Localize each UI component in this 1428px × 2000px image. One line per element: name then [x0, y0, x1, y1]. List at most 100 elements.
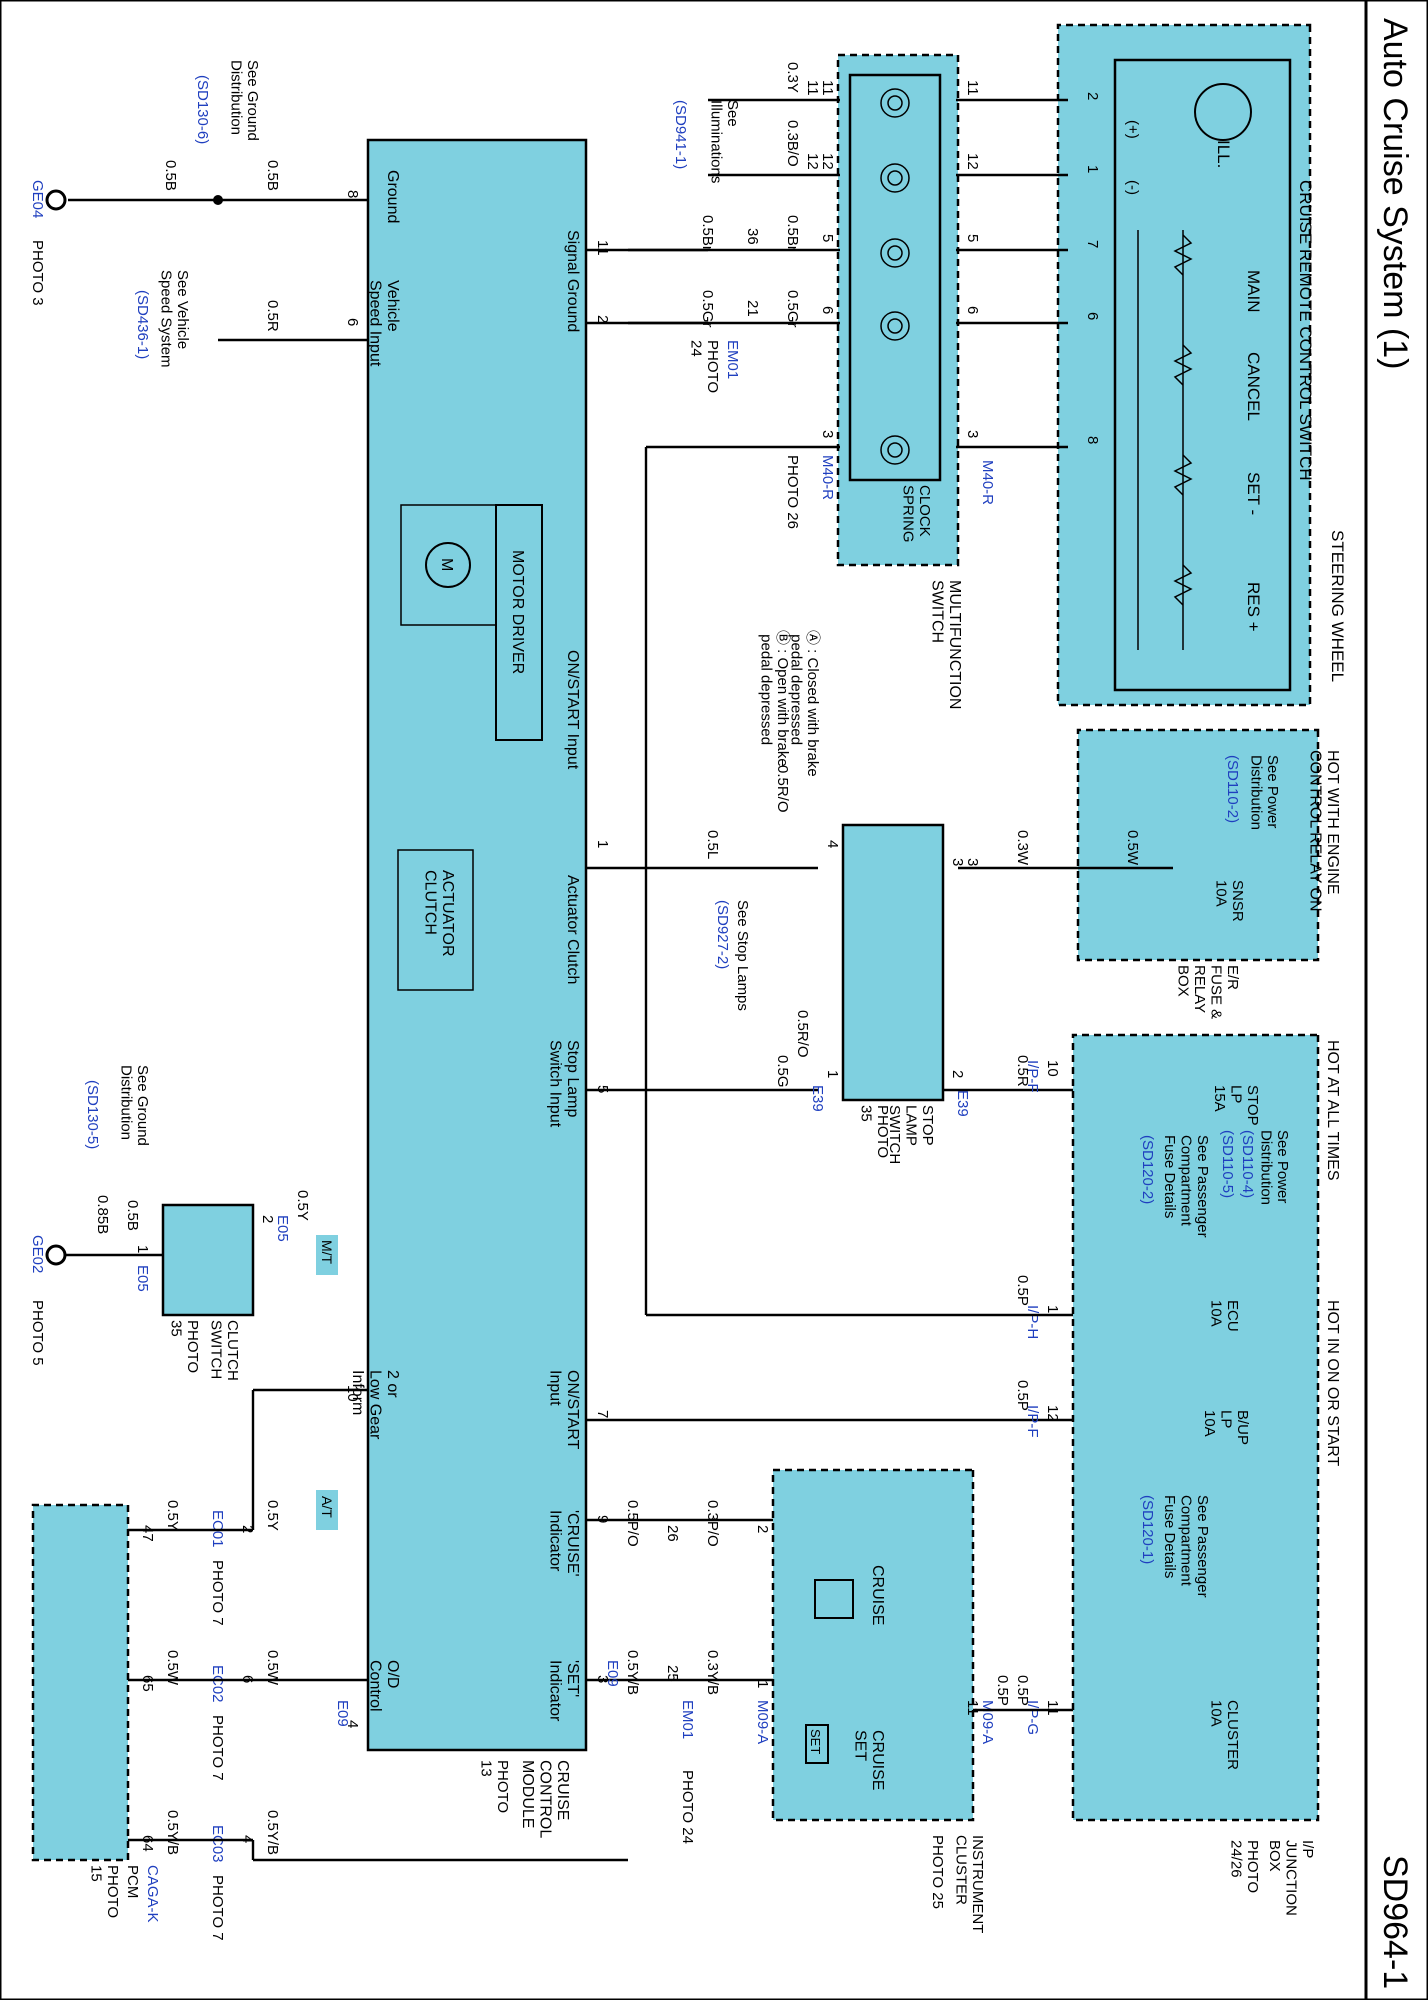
ccm-cruise-indicator: 'CRUISE'Indicator: [546, 1510, 581, 1577]
ill-label: ILL.: [1214, 140, 1233, 168]
stop-switch-photo: PHOTO35: [858, 1105, 892, 1158]
cluster-wire-p: 0.5P: [994, 1675, 1011, 1706]
ip-box-photo: PHOTO24/26: [1228, 1840, 1262, 1893]
stop-lamps-ref: See Stop Lamps: [734, 900, 751, 1011]
em01b-photo: PHOTO 24: [679, 1770, 696, 1844]
instrument-cluster-box: [771, 1468, 975, 1822]
er-fuse-relay-box: E/RFUSE &RELAYBOX: [1175, 965, 1242, 1019]
remote-pin-6: 6: [1084, 312, 1101, 320]
ccm-pin-11: 11: [594, 240, 611, 256]
ecu-fuse: ECU10A: [1208, 1300, 1242, 1332]
engine-relay-wire: 0.5W: [1124, 830, 1141, 866]
ip-power-link-a: (SD110-4): [1239, 1130, 1256, 1198]
cluster-wire-yb: 0.3Y/B: [704, 1650, 721, 1695]
ip-pin-12: 12: [1044, 1405, 1061, 1422]
ip-box-pins: 10 1 12 11 I/P-F I/P-H I/P-F I/P-G 0.5P …: [1014, 1060, 1061, 1735]
ccm-on-start-2: ON/STARTInput: [546, 1370, 581, 1450]
mf-left-pin-3: 3: [819, 430, 836, 438]
ground-top-wire-b: 0.5B: [264, 160, 281, 191]
ec02-label: EC02: [209, 1665, 226, 1703]
cluster-fuse: CLUSTER10A: [1208, 1700, 1242, 1770]
multifunction-label: MULTIFUNCTIONSWITCH: [928, 580, 963, 709]
cruise-set-label: CRUISESET: [851, 1730, 886, 1790]
illumination-ref: SeeIlluminations (SD941-1) 0.3Y 0.3B/O 1…: [672, 62, 821, 183]
ccm-pin-1: 1: [594, 840, 611, 848]
clutch-pin-2: 2: [259, 1215, 276, 1223]
illumination-ref-text: SeeIlluminations: [708, 100, 742, 183]
ec01-wire: 0.5Y: [264, 1500, 281, 1531]
ge04-photo: PHOTO 3: [29, 240, 46, 306]
hot-on-start: HOT IN ON OR START: [1324, 1300, 1341, 1466]
clock-spring-label: CLOCKSPRING: [900, 485, 934, 543]
cruise-label: CRUISE: [869, 1565, 886, 1625]
em01-pin-36: 36: [744, 228, 761, 245]
engine-relay-link: (SD110-2): [1224, 755, 1241, 823]
remote-pin-1: 1: [1084, 165, 1101, 173]
mf-left-pin-12: 12: [819, 153, 836, 170]
em01-wire-c: 0.5Br: [699, 215, 716, 251]
clutch-switch: [161, 1203, 255, 1317]
ccm-pin-4: 4: [344, 1720, 361, 1728]
e09-label: E09: [334, 1700, 351, 1727]
cruise-control-module: [366, 138, 588, 1752]
e05-connector: E05: [274, 1215, 291, 1242]
ge02-label: GE02: [29, 1235, 46, 1273]
stop-wire-ro2: 0.5R/O: [794, 1010, 811, 1058]
ccm-pin-2: 2: [594, 315, 611, 323]
pass-ref-a: See PassengerCompartmentFuse Details: [1161, 1135, 1211, 1238]
speed-ref-link: (SD436-1): [134, 290, 151, 359]
mf-right-pin-5: 5: [964, 234, 981, 242]
cruise-indicator-icon: [814, 1579, 854, 1619]
ip-power-link-b: (SD110-5): [1219, 1130, 1236, 1198]
pcm-photo: PHOTO15: [88, 1865, 122, 1918]
stop-wire-stop: 0.5G: [774, 1055, 791, 1088]
motor-driver-label: MOTOR DRIVER: [509, 550, 526, 674]
cruise-remote-switch-title: CRUISE REMOTE CONTROL SWITCH: [1296, 180, 1315, 481]
stop-wire-on: 0.5L: [704, 830, 721, 859]
ec01-photo: PHOTO 7: [209, 1560, 226, 1626]
caga-k-connector: CAGA-K: [144, 1865, 161, 1923]
pass-link-b: (SD120-1): [1139, 1495, 1156, 1564]
illumination-pin-12: 12: [804, 153, 821, 170]
page-id: SD964-1: [1376, 1855, 1414, 1989]
remote-pin-7: 7: [1084, 240, 1101, 248]
set-indicator-icon: [805, 1724, 829, 1764]
clutch-label: CLUTCHSWITCH: [208, 1320, 242, 1381]
actuator-clutch-frame: [397, 849, 474, 991]
mf-left-pin-11: 11: [819, 80, 836, 96]
remote-pin-8: 8: [1084, 436, 1101, 444]
mf-right-pin-3: 3: [964, 430, 981, 438]
illumination-wire-b: 0.3B/O: [784, 120, 801, 167]
ccm-pin-10: 10: [344, 1385, 361, 1402]
mf-left-pin-6: 6: [819, 306, 836, 314]
speed-ref-wire: 0.5R: [264, 300, 281, 332]
ip-power-ref: See PowerDistribution: [1258, 1130, 1292, 1205]
ec01-label: EC01: [209, 1510, 226, 1548]
ip-wire-bup: 0.5P: [1014, 1380, 1031, 1411]
em01-label: EM01: [724, 340, 741, 379]
clutch-wire-05y: 0.5Y: [294, 1190, 311, 1221]
illumination-ref-link: (SD941-1): [672, 100, 689, 169]
em01b-label: EM01: [679, 1700, 696, 1739]
cluster-pin-11: 11: [964, 1700, 981, 1716]
clutch-pin-1: 1: [134, 1245, 151, 1253]
mt-label: M/T: [319, 1240, 335, 1265]
ccm-signal-ground: Signal Ground: [564, 230, 581, 332]
mf-left-pin-5: 5: [819, 234, 836, 242]
ccm-pin-6: 6: [344, 318, 361, 326]
steering-wheel-label: STEERING WHEEL: [1328, 530, 1347, 682]
cluster-pin-2: 2: [754, 1525, 771, 1533]
stop-lamp-switch: [841, 823, 945, 1102]
ip-g-connector: I/P-G: [1024, 1700, 1041, 1735]
ec-connectors: EC01 PHOTO 7 2 0.5Y EC02 PHOTO 7 6 0.5W …: [209, 1500, 621, 1941]
pcm-box: [31, 1503, 130, 1862]
ground-top: See GroundDistribution (SD130-6) 0.5B 0.…: [29, 60, 368, 306]
em01-pin-21: 21: [744, 300, 761, 317]
ccm-set-indicator: 'SET'Indicator: [546, 1660, 581, 1722]
motor-label: M: [438, 558, 455, 571]
clutch-ground-ref: See GroundDistribution: [118, 1065, 152, 1146]
ip-box-label: I/PJUNCTIONBOX: [1266, 1840, 1316, 1916]
em01-photo: PHOTO24: [688, 340, 722, 393]
cruise-remote-switch: [1113, 58, 1292, 692]
em01b-pin-26: 26: [664, 1525, 681, 1542]
